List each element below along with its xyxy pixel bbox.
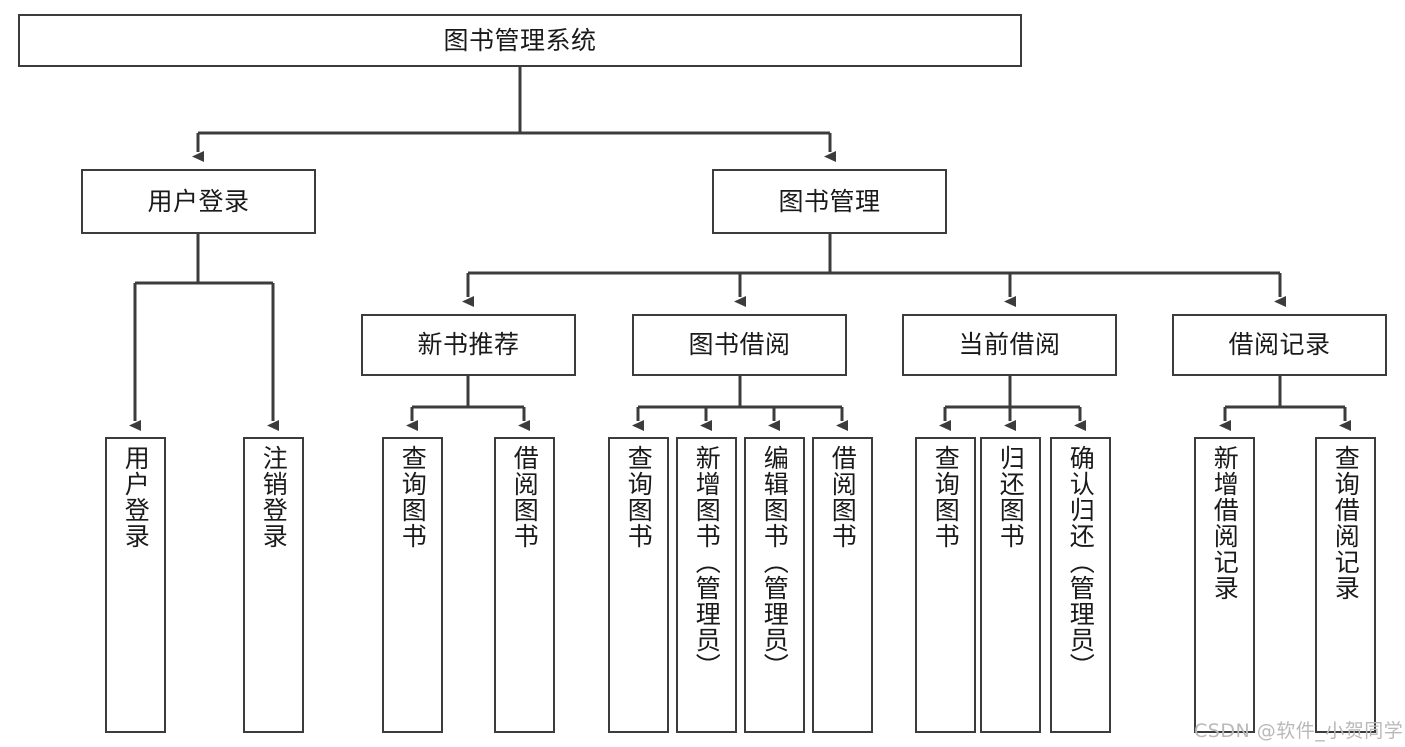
node-user-login[interactable]: 用户登录 <box>81 169 316 234</box>
leaf-return-book-label: 归还图书 <box>996 445 1026 549</box>
leaf-borrow-book-1[interactable]: 借阅图书 <box>494 437 555 733</box>
leaf-add-book[interactable]: 新增图书（管理员） <box>676 437 737 733</box>
node-current-borrow-label: 当前借阅 <box>958 330 1061 360</box>
leaf-query-book-3-label: 查询图书 <box>931 445 961 549</box>
node-borrow-record[interactable]: 借阅记录 <box>1172 314 1387 376</box>
leaf-confirm-return-label: 确认归还（管理员） <box>1066 445 1096 679</box>
node-book-borrow-label: 图书借阅 <box>688 330 791 360</box>
node-book-borrow[interactable]: 图书借阅 <box>632 314 847 376</box>
node-borrow-record-label: 借阅记录 <box>1228 330 1331 360</box>
leaf-user-logout-label: 注销登录 <box>259 445 289 549</box>
node-root-label: 图书管理系统 <box>443 25 597 55</box>
node-user-login-label: 用户登录 <box>147 186 250 216</box>
leaf-confirm-return[interactable]: 确认归还（管理员） <box>1050 437 1111 733</box>
leaf-query-record[interactable]: 查询借阅记录 <box>1315 437 1376 733</box>
leaf-user-login-label: 用户登录 <box>121 445 151 549</box>
node-root[interactable]: 图书管理系统 <box>18 14 1022 67</box>
leaf-query-book-2[interactable]: 查询图书 <box>608 437 669 733</box>
leaf-user-login[interactable]: 用户登录 <box>105 437 166 733</box>
leaf-add-record-label: 新增借阅记录 <box>1210 445 1240 601</box>
leaf-borrow-book-2-label: 借阅图书 <box>828 445 858 549</box>
leaf-add-record[interactable]: 新增借阅记录 <box>1194 437 1255 733</box>
watermark-text: CSDN @软件_小贺同学 <box>1194 720 1404 742</box>
node-new-book-recommend[interactable]: 新书推荐 <box>361 314 576 376</box>
leaf-query-book-1[interactable]: 查询图书 <box>382 437 443 733</box>
node-current-borrow[interactable]: 当前借阅 <box>902 314 1117 376</box>
leaf-query-book-1-label: 查询图书 <box>398 445 428 549</box>
leaf-user-logout[interactable]: 注销登录 <box>243 437 304 733</box>
node-book-management-label: 图书管理 <box>778 186 881 216</box>
node-new-book-recommend-label: 新书推荐 <box>417 330 520 360</box>
leaf-borrow-book-1-label: 借阅图书 <box>510 445 540 549</box>
leaf-edit-book-label: 编辑图书（管理员） <box>760 445 790 679</box>
leaf-edit-book[interactable]: 编辑图书（管理员） <box>744 437 805 733</box>
leaf-query-record-label: 查询借阅记录 <box>1331 445 1361 601</box>
leaf-query-book-3[interactable]: 查询图书 <box>915 437 976 733</box>
leaf-add-book-label: 新增图书（管理员） <box>692 445 722 679</box>
leaf-borrow-book-2[interactable]: 借阅图书 <box>812 437 873 733</box>
leaf-return-book[interactable]: 归还图书 <box>980 437 1041 733</box>
node-book-management[interactable]: 图书管理 <box>712 169 947 234</box>
leaf-query-book-2-label: 查询图书 <box>624 445 654 549</box>
